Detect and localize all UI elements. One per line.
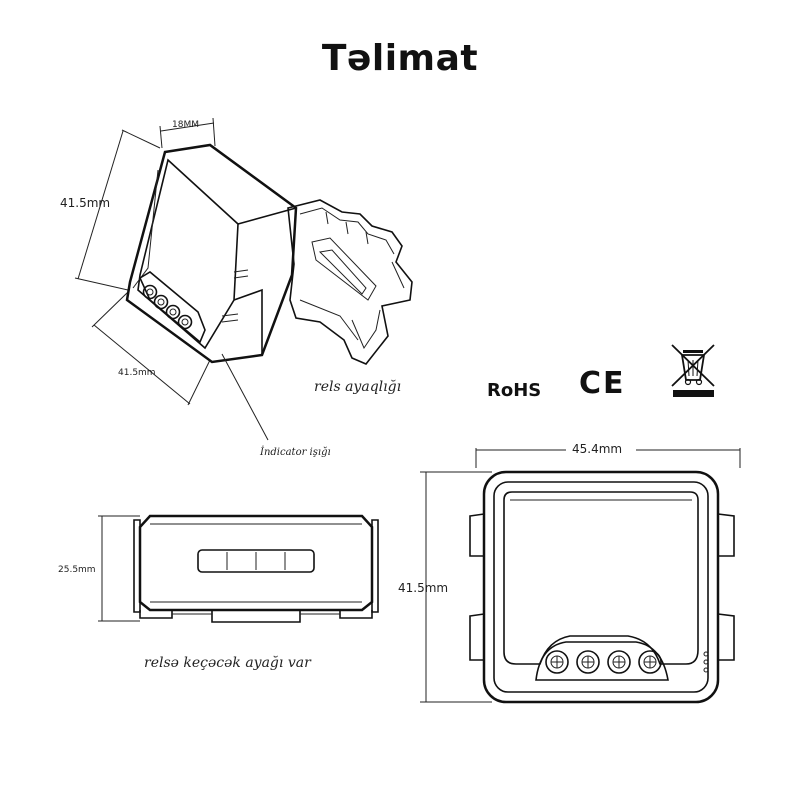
certifications: RoHS CE	[487, 344, 715, 401]
crossed-out-bin-icon	[671, 344, 715, 397]
side-view: 25.5mm	[58, 514, 379, 623]
rohs-mark: RoHS	[487, 380, 541, 401]
rail-foot-label: rels ayaqlığı	[314, 379, 401, 395]
ce-mark: CE	[579, 366, 626, 401]
rail-foot-bracket	[287, 199, 413, 365]
page-title: Təlimat	[321, 38, 479, 79]
front-terminal-screws	[545, 650, 662, 674]
rail-note-label: relsə keçəcək ayağı var	[144, 655, 312, 671]
side-height-label: 25.5mm	[58, 565, 96, 575]
iso-width-label: 18MM	[172, 120, 199, 130]
indicator-label: İndicator işığı	[259, 446, 331, 458]
front-width-label: 45.4mm	[572, 442, 622, 456]
iso-depth-label: 41.5mm	[118, 368, 156, 378]
iso-terminal-screws	[142, 284, 193, 330]
front-view: 45.4mm 41.5mm	[398, 442, 741, 704]
isometric-view: 18MM 41.5mm 41.5mm	[60, 117, 413, 441]
front-height-label: 41.5mm	[398, 581, 448, 595]
iso-height-label: 41.5mm	[60, 196, 110, 210]
